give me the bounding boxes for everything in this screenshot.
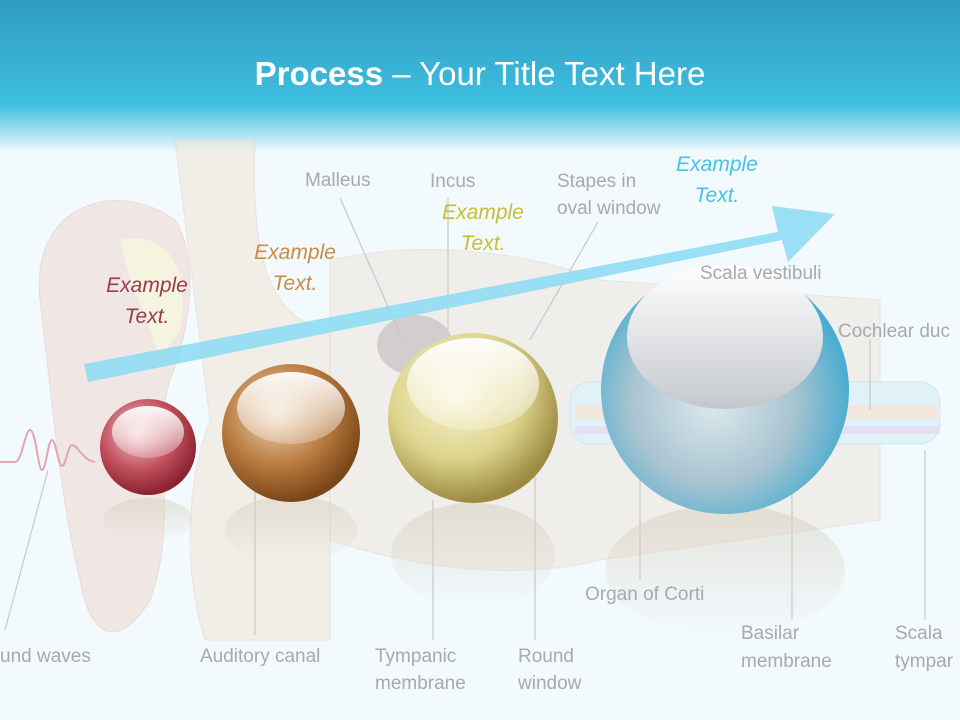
sphere-3 — [388, 333, 558, 503]
example-text-4: Example Text. — [647, 149, 787, 211]
label-cochlear-duct: Cochlear duc — [838, 321, 950, 342]
example-3-line2: Text. — [460, 232, 506, 255]
example-text-3: Example Text. — [413, 197, 553, 259]
example-text-1: Example Text. — [77, 270, 217, 332]
example-2-line1: Example — [254, 241, 336, 264]
sphere-4 — [601, 265, 849, 514]
sound-wave — [0, 428, 96, 472]
label-scala-vestibuli: Scala vestibuli — [700, 263, 822, 284]
example-4-line1: Example — [676, 153, 758, 176]
label-basilar-2: membrane — [741, 651, 832, 672]
example-2-line2: Text. — [272, 272, 318, 295]
label-tympanic-2: membrane — [375, 673, 466, 694]
header-banner — [0, 0, 960, 150]
title-rest: – Your Title Text Here — [392, 55, 706, 92]
example-1-line2: Text. — [124, 305, 170, 328]
label-tympanic-1: Tympanic — [375, 646, 457, 667]
label-round-1: Round — [518, 646, 574, 667]
label-sound-waves: und waves — [0, 646, 91, 667]
page-title: Process – Your Title Text Here — [0, 55, 960, 93]
example-1-line1: Example — [106, 274, 188, 297]
label-stapes-1: Stapes in — [557, 171, 637, 192]
title-bold: Process — [254, 55, 384, 92]
label-auditory-canal: Auditory canal — [200, 646, 321, 667]
sphere-2 — [222, 364, 360, 502]
label-stapes-2: oval window — [557, 198, 661, 219]
sphere-reflections — [103, 496, 845, 635]
example-4-line2: Text. — [694, 184, 740, 207]
label-round-2: window — [518, 673, 582, 694]
label-scala-2: tympar — [895, 651, 954, 672]
label-scala-1: Scala — [895, 623, 943, 644]
label-incus: Incus — [430, 171, 476, 192]
progress-arrow — [84, 206, 835, 382]
label-basilar-1: Basilar — [741, 623, 800, 644]
example-text-2: Example Text. — [225, 237, 365, 299]
label-malleus: Malleus — [305, 170, 371, 191]
sphere-1 — [100, 399, 196, 495]
label-organ-of-corti: Organ of Corti — [585, 584, 705, 605]
example-3-line1: Example — [442, 201, 524, 224]
